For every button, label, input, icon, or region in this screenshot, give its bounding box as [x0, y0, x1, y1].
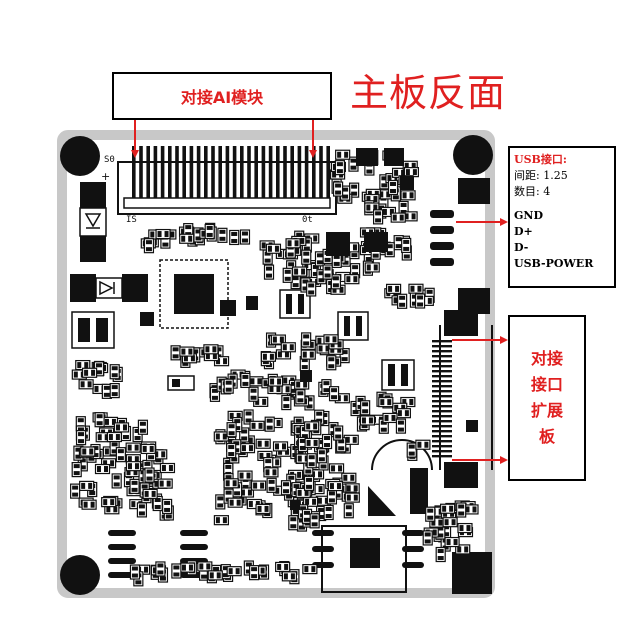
usb-pitch: 间距: 1.25 [514, 169, 568, 182]
expansion-label-box: 对接 接口 扩展 板 [508, 315, 586, 481]
left-diode-horizontal [70, 274, 148, 302]
usb-pin-gnd: GND [514, 209, 543, 222]
ai-arrowhead-left [131, 150, 139, 158]
expansion-label-line-4: 板 [538, 427, 555, 446]
conn-mark-bottom-left: IS [126, 215, 137, 225]
ai-module-label-box: 对接AI模块 [112, 72, 332, 120]
left-diode-block: + [79, 170, 110, 262]
ai-arrowhead-right [309, 150, 317, 158]
usb-info-box: USB接口: 间距: 1.25 数目: 4 GND D+ D- USB-POWE… [508, 146, 616, 288]
usb-pin-dplus: D+ [514, 225, 533, 238]
power-devices [167, 289, 415, 391]
mount-pad-bottom-right [452, 552, 492, 594]
conn-mark-top-left: S0 [104, 155, 115, 165]
exp-arrowhead-top [500, 336, 508, 344]
expansion-label-line-3: 扩展 [530, 401, 563, 420]
expansion-label-line-1: 对接 [530, 349, 563, 368]
expansion-connector [432, 310, 493, 488]
svg-text:+: + [101, 170, 110, 183]
mount-hole-top-left [60, 136, 100, 176]
exp-arrowhead-bottom [500, 456, 508, 464]
ai-module-label: 对接AI模块 [180, 88, 264, 107]
left-inductor [71, 311, 115, 349]
conn-mark-bottom-right: 0t [302, 215, 313, 225]
usb-arrowhead [500, 218, 508, 226]
usb-pin-pads [430, 178, 490, 314]
mount-hole-bottom-left [60, 555, 100, 595]
expansion-label-line-2: 接口 [530, 375, 563, 394]
usb-pin-power: USB-POWER [514, 257, 594, 270]
page-title: 主板反面 [350, 71, 507, 115]
usb-pin-dminus: D- [514, 241, 529, 254]
ai-module-connector [117, 146, 337, 215]
mount-hole-top-right [453, 135, 493, 175]
ai-connector-pins [132, 146, 330, 198]
usb-heading: USB接口: [514, 153, 567, 166]
smd-component-field [70, 148, 479, 587]
mcu-chip [159, 259, 229, 329]
usb-count: 数目: 4 [514, 185, 551, 198]
